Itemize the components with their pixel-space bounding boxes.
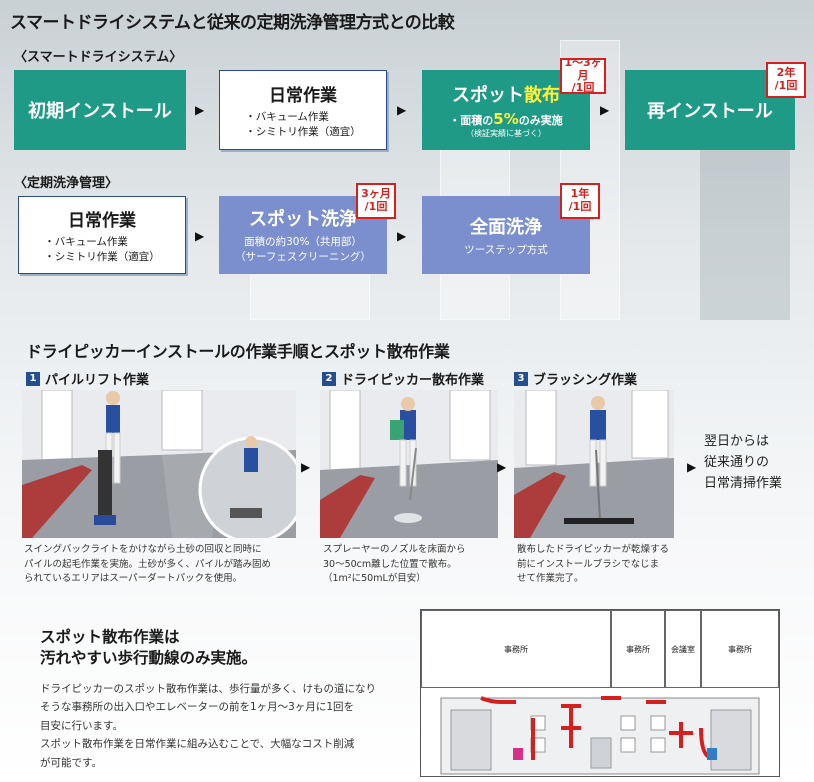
arrow-right-icon: ▶ — [600, 103, 610, 117]
description-line: そうな事務所の出入口やエレベーターの前を1ヶ月～3ヶ月に1回を — [40, 701, 355, 714]
step-number: 3 — [514, 371, 528, 386]
smart-initial-install-box: 初期インストール — [14, 70, 186, 150]
spot-heading-line: スポット散布作業は — [40, 628, 180, 646]
floor-plan: 事務所 事務所 会議室 事務所 — [420, 609, 780, 777]
spot-label: スポット — [452, 85, 524, 106]
frequency-badge: 2年 /1回 — [766, 62, 806, 98]
arrow-right-icon: ▶ — [195, 103, 205, 117]
smart-spot-spray-box: スポット散布 ・面積の5%のみ実施 （検証実績に基づく） — [422, 70, 590, 150]
smart-daily-item: ・シミトリ作業（適宜） — [245, 125, 361, 138]
badge-line: /1回 — [568, 200, 592, 213]
area-text: ・面積の — [449, 114, 494, 127]
smart-section-label: 〈スマートドライシステム〉 — [14, 50, 183, 65]
badge-line: 2年 — [776, 66, 796, 80]
background-building — [700, 150, 790, 320]
arrow-right-icon: ▶ — [397, 103, 407, 117]
step-title: ブラッシング作業 — [533, 373, 638, 388]
regular-spot-line: （サーフェスクリーニング） — [235, 251, 371, 263]
frequency-badge: 1～3ヶ月 /1回 — [560, 56, 606, 95]
spot-heading-line: 汚れやすい歩行動線のみ実施。 — [40, 648, 258, 667]
step-1-header: 1 パイルリフト作業 — [26, 369, 149, 388]
badge-line: 1年 — [570, 187, 590, 201]
regular-full-cleaning-title: 全面洗浄 — [470, 216, 542, 238]
regular-spot-line: 面積の約30%（共用部） — [244, 236, 362, 249]
description-line: 目安に行います。 — [40, 719, 123, 732]
step-number: 1 — [26, 371, 40, 386]
arrow-right-icon: ▶ — [497, 460, 507, 474]
regular-daily-work-box: 日常作業 ・バキューム作業 ・シミトリ作業（適宜） — [18, 196, 186, 274]
step-title: パイルリフト作業 — [45, 373, 150, 388]
dry-picker-spray-scene-illustration — [320, 390, 498, 538]
caption-line: 30～50cm離した位置で散布。 — [323, 558, 457, 570]
area-percent: 5% — [493, 110, 519, 128]
frequency-badge: 1年 /1回 — [560, 183, 600, 219]
caption-line: スイングバックライトをかけながら土砂の回収と同時に — [24, 544, 262, 555]
frequency-badge: 3ヶ月 /1回 — [356, 183, 396, 219]
caption-line: パイルの起毛作業を実施。土砂が多く、パイルが踏み固め — [24, 558, 272, 570]
regular-spot-cleaning-title: スポット洗浄 — [249, 209, 357, 231]
arrow-right-icon: ▶ — [687, 460, 697, 474]
regular-daily-item: ・シミトリ作業（適宜） — [44, 250, 160, 263]
caption-line: られているエリアはスーパーダートパックを使用。 — [24, 573, 243, 585]
step-2-header: 2 ドライピッカー散布作業 — [322, 369, 484, 388]
floor-plan-room: 会議室 — [665, 610, 701, 688]
verification-note: （検証実績に基づく） — [466, 129, 546, 138]
badge-line: 1～3ヶ月 — [564, 56, 602, 82]
smart-daily-item: ・バキューム作業 — [245, 111, 329, 124]
badge-line: /1回 — [774, 79, 798, 92]
description-line: スポット散布作業を日常作業に組み込むことで、大幅なコスト削減 — [40, 738, 355, 751]
step-1-caption: スイングバックライトをかけながら土砂の回収と同時に パイルの起毛作業を実施。土砂… — [24, 543, 271, 587]
step-3-header: 3 ブラッシング作業 — [514, 369, 637, 388]
step-number: 2 — [322, 371, 336, 386]
caption-line: （1m²に50mLが目安） — [323, 573, 426, 585]
next-day-text: 翌日からは 従来通りの 日常清掃作業 — [704, 432, 782, 494]
floor-plan-room: 事務所 — [701, 610, 779, 688]
smart-reinstall-label: 再インストール — [647, 101, 773, 122]
area-text-suffix: のみ実施 — [518, 114, 563, 127]
caption-line: せて作業完了。 — [517, 573, 584, 585]
spot-spray-description: ドライピッカーのスポット散布作業は、歩行量が多く、けもの道になり そうな事務所の… — [40, 680, 410, 772]
smart-daily-work-box: 日常作業 ・バキューム作業 ・シミトリ作業（適宜） — [219, 70, 387, 150]
regular-section-label: 〈定期洗浄管理〉 — [14, 176, 119, 191]
floor-plan-room: 事務所 — [421, 610, 611, 688]
regular-full-cleaning-method: ツーステップ方式 — [464, 243, 548, 256]
arrow-right-icon: ▶ — [397, 229, 407, 243]
regular-daily-item: ・バキューム作業 — [44, 236, 128, 249]
badge-line: /1回 — [364, 200, 388, 213]
badge-line: /1回 — [571, 81, 595, 95]
smart-initial-install-label: 初期インストール — [28, 101, 172, 122]
caption-line: 散布したドライピッカーが乾燥する — [517, 544, 670, 555]
floor-plan-corridor — [440, 696, 760, 775]
main-title: スマートドライシステムと従来の定期洗浄管理方式との比較 — [10, 13, 455, 33]
spray-label: 散布 — [524, 85, 560, 106]
pile-lift-scene-illustration — [22, 390, 296, 538]
procedure-section-title: ドライピッカーインストールの作業手順とスポット散布作業 — [26, 342, 450, 361]
caption-line: 前にインストールブラシでなじま — [517, 558, 660, 570]
next-day-line: 従来通りの — [704, 454, 770, 470]
next-day-line: 日常清掃作業 — [704, 475, 783, 491]
arrow-right-icon: ▶ — [301, 460, 311, 474]
caption-line: スプレーヤーのノズルを床面から — [323, 544, 466, 555]
description-line: が可能です。 — [40, 756, 102, 769]
spot-spray-heading: スポット散布作業は 汚れやすい歩行動線のみ実施。 — [40, 627, 257, 669]
regular-daily-work-title: 日常作業 — [68, 211, 136, 232]
brushing-scene-illustration — [514, 390, 674, 538]
description-line: ドライピッカーのスポット散布作業は、歩行量が多く、けもの道になり — [40, 683, 376, 695]
smart-daily-work-title: 日常作業 — [269, 86, 337, 107]
arrow-right-icon: ▶ — [195, 229, 205, 243]
badge-line: 3ヶ月 — [361, 187, 391, 201]
floor-plan-room: 事務所 — [611, 610, 665, 688]
step-2-caption: スプレーヤーのノズルを床面から 30～50cm離した位置で散布。 （1m²に50… — [323, 543, 466, 587]
step-title: ドライピッカー散布作業 — [341, 373, 485, 388]
step-3-caption: 散布したドライピッカーが乾燥する 前にインストールブラシでなじま せて作業完了。 — [517, 543, 669, 587]
next-day-line: 翌日からは — [704, 434, 770, 449]
